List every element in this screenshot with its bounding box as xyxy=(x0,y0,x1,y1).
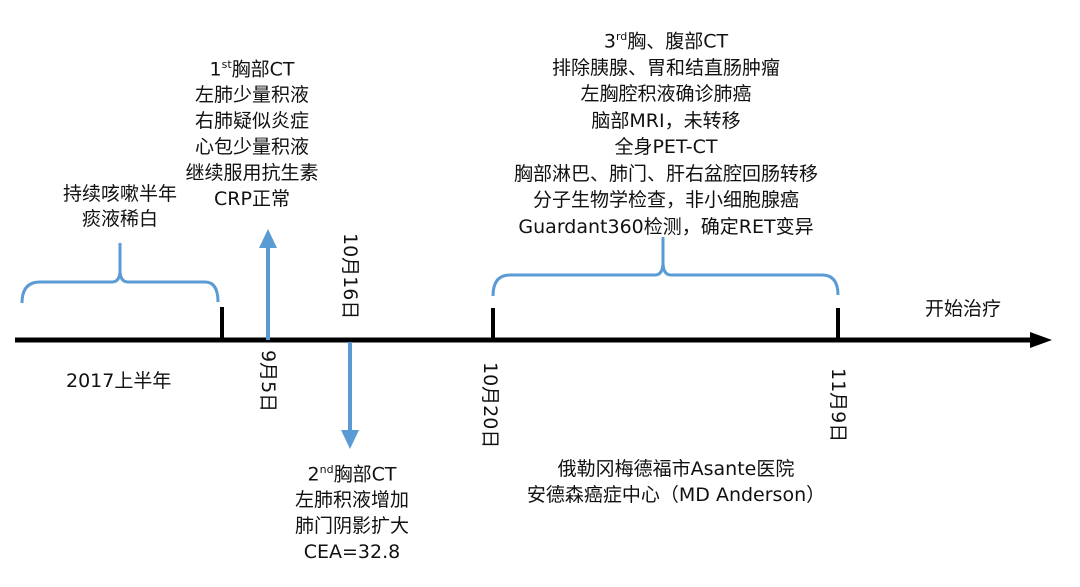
arrow-up-icon xyxy=(259,229,277,248)
ct2-block: 2nd胸部CT 左肺积液增加 肺门阴影扩大 CEA=32.8 xyxy=(295,457,409,565)
date-nov9: 11月9日 xyxy=(827,368,849,443)
ct1-num: 1 xyxy=(209,58,222,81)
ct2-sup: nd xyxy=(319,463,334,476)
start-treatment-label: 开始治疗 xyxy=(925,298,1002,320)
date-oct16: 10月16日 xyxy=(339,233,361,320)
hospitals-block: 俄勒冈梅德福市Asante医院 安德森癌症中心（MD Anderson） xyxy=(527,456,825,508)
period-2017-label: 2017上半年 xyxy=(66,370,172,392)
cough-block: 持续咳嗽半年 痰液稀白 xyxy=(63,182,177,232)
axis-arrowhead xyxy=(1030,332,1052,348)
arrow-down-icon xyxy=(341,430,359,449)
ct3-line: 脑部MRI，未转移 xyxy=(591,109,741,132)
ct3-line: 全身PET-CT xyxy=(614,136,718,159)
ct3-line: 排除胰腺、胃和结直肠肿瘤 xyxy=(551,56,781,79)
ct3-num: 3 xyxy=(603,30,616,53)
ct2-line: 左肺积液增加 xyxy=(294,489,410,512)
ct2-num: 2 xyxy=(307,463,320,486)
ct1-line: CRP正常 xyxy=(214,188,290,211)
ct1-line: 继续服用抗生素 xyxy=(185,162,319,185)
ct1-line: 左肺少量积液 xyxy=(194,84,310,107)
date-sep5: 9月5日 xyxy=(257,350,279,413)
cough-line: 痰液稀白 xyxy=(81,208,159,230)
ct3-block: 3rd胸、腹部CT 排除胰腺、胃和结直肠肿瘤 左胸腔积液确诊肺癌 脑部MRI，未… xyxy=(514,24,818,240)
ct1-sup: st xyxy=(221,58,232,71)
ct2-title: 2nd胸部CT xyxy=(295,457,409,487)
ct1-title-text: 胸部CT xyxy=(231,58,295,81)
ct1-line: 右肺疑似炎症 xyxy=(194,110,310,133)
ct2-line: CEA=32.8 xyxy=(303,541,401,564)
ct1-title: 1st胸部CT xyxy=(185,52,318,82)
ct3-sup: rd xyxy=(615,30,628,43)
ct2-title-text: 胸部CT xyxy=(333,463,397,486)
date-oct20: 10月20日 xyxy=(479,362,501,449)
bracket-2017 xyxy=(20,243,220,304)
ct3-title: 3rd胸、腹部CT xyxy=(514,24,818,55)
ct3-line: 胸部淋巴、肺门、肝右盆腔回肠转移 xyxy=(513,162,819,185)
bracket-oct-nov xyxy=(491,237,840,297)
cough-line: 持续咳嗽半年 xyxy=(62,183,178,205)
ct1-block: 1st胸部CT 左肺少量积液 右肺疑似炎症 心包少量积液 继续服用抗生素 CRP… xyxy=(185,52,318,212)
ct3-line: 左胸腔积液确诊肺癌 xyxy=(580,83,752,106)
ct3-line: 分子生物学检查，非小细胞腺癌 xyxy=(532,189,800,212)
ct2-line: 肺门阴影扩大 xyxy=(294,515,410,538)
ct3-line: Guardant360检测，确定RET变异 xyxy=(518,215,814,238)
ct3-title-text: 胸、腹部CT xyxy=(627,30,729,53)
ct1-line: 心包少量积液 xyxy=(194,136,310,159)
hospital-line: 安德森癌症中心（MD Anderson） xyxy=(526,484,826,506)
hospital-line: 俄勒冈梅德福市Asante医院 xyxy=(557,458,795,480)
